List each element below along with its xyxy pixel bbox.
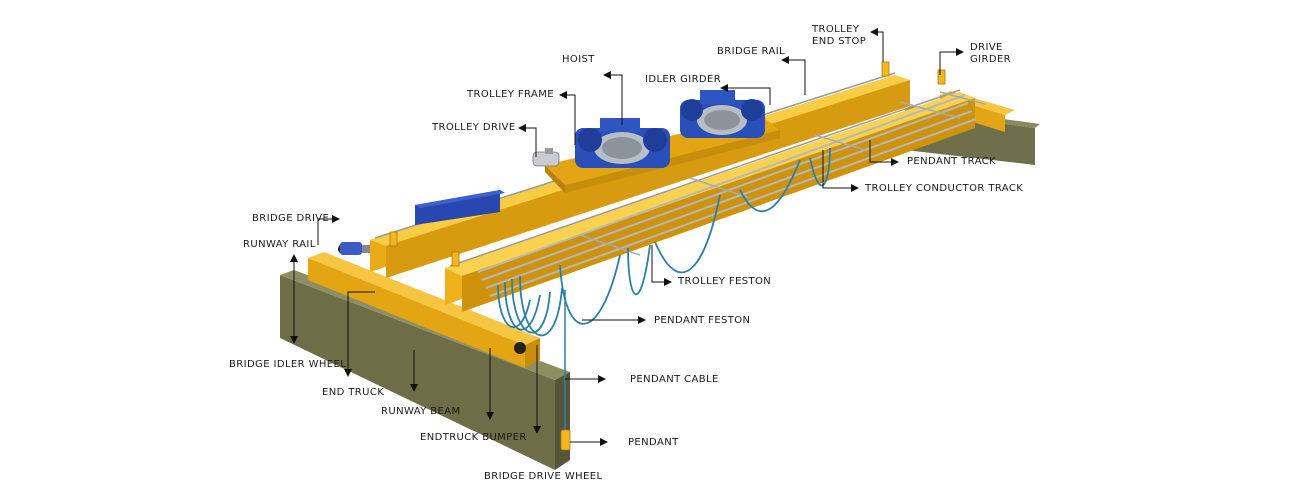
label-bridge-drive: BRIDGE DRIVE xyxy=(252,213,330,224)
bridge-drive-motor xyxy=(340,242,370,255)
hoist-unit-right xyxy=(680,90,765,138)
label-hoist: HOIST xyxy=(562,54,595,65)
pendant-control xyxy=(560,429,571,451)
leader-lines xyxy=(290,28,964,446)
label-pendant-feston: PENDANT FESTON xyxy=(654,315,751,326)
label-pendant-track: PENDANT TRACK xyxy=(907,156,997,167)
label-runway-beam: RUNWAY BEAM xyxy=(381,406,461,417)
label-trolley-drive: TROLLEY DRIVE xyxy=(432,122,516,133)
label-trolley-frame: TROLLEY FRAME xyxy=(467,89,554,100)
label-trolley-end-stop: TROLLEY END STOP xyxy=(812,24,867,47)
track-rails xyxy=(477,94,977,297)
label-drive-girder: DRIVE GIRDER xyxy=(970,42,1012,65)
control-panel xyxy=(415,190,505,225)
label-bridge-idler-wheel: BRIDGE IDLER WHEEL xyxy=(229,359,347,370)
label-trolley-conductor-track: TROLLEY CONDUCTOR TRACK xyxy=(865,183,1024,194)
label-pendant: PENDANT xyxy=(628,437,679,448)
label-trolley-feston: TROLLEY FESTON xyxy=(678,276,772,287)
label-runway-rail: RUNWAY RAIL xyxy=(243,239,316,250)
trolley-drive-motor xyxy=(532,148,560,167)
label-bridge-rail: BRIDGE RAIL xyxy=(717,46,786,57)
label-endtruck-bumper: ENDTRUCK BUMPER xyxy=(420,432,527,443)
label-idler-girder: IDLER GIRDER xyxy=(645,74,722,85)
label-bridge-drive-wheel: BRIDGE DRIVE WHEEL xyxy=(484,471,603,482)
festoon-cables xyxy=(497,147,831,337)
label-pendant-cable: PENDANT CABLE xyxy=(630,374,719,385)
label-end-truck: END TRUCK xyxy=(322,387,385,398)
hoist-unit-left xyxy=(575,118,670,168)
